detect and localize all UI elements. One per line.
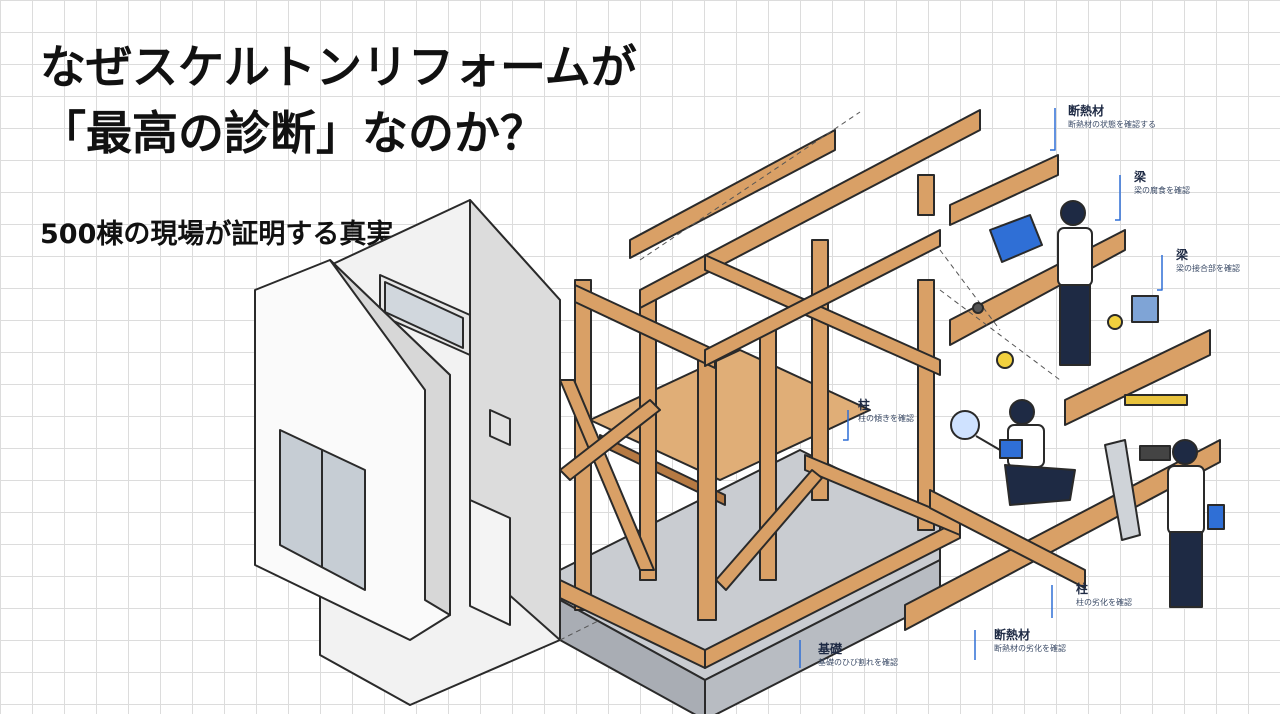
headline: なぜスケルトンリフォームが 「最高の診断」なのか？ xyxy=(40,34,637,166)
loose-block xyxy=(917,174,935,216)
callout-insulation-top: 断熱材 断熱材の状態を確認する xyxy=(1068,104,1156,130)
post xyxy=(697,349,717,621)
post xyxy=(639,299,657,581)
callout-title: 断熱材 xyxy=(1068,104,1105,118)
callout-beam-1: 梁 梁の腐食を確認 xyxy=(1134,170,1190,196)
beam xyxy=(629,129,836,259)
callout-desc: 断熱材の劣化を確認 xyxy=(994,643,1066,653)
loose-beam xyxy=(949,154,1059,226)
loose-beam xyxy=(1064,329,1211,426)
brace xyxy=(559,399,661,481)
callout-title: 梁 xyxy=(1134,170,1147,184)
tape-measure-icon xyxy=(1107,314,1123,330)
small-tool-icon xyxy=(972,302,984,314)
beam xyxy=(704,229,941,367)
callout-desc: 梁の接合部を確認 xyxy=(1176,263,1240,273)
tape-measure-icon xyxy=(996,351,1014,369)
brace xyxy=(559,379,655,571)
level-tool-icon xyxy=(1124,394,1188,406)
callout-desc: 断熱材の状態を確認する xyxy=(1068,119,1156,129)
callout-title: 基礎 xyxy=(818,642,843,656)
clipboard-icon xyxy=(1207,504,1225,530)
wrench-icon xyxy=(1104,439,1141,541)
beam xyxy=(639,109,981,309)
callout-desc: 柱の劣化を確認 xyxy=(1076,597,1132,607)
callout-foundation: 基礎 基礎のひび割れを確認 xyxy=(818,642,898,668)
magnifier-icon xyxy=(950,410,980,440)
post xyxy=(917,279,935,531)
sill xyxy=(804,454,961,536)
kneeling-inspector xyxy=(950,399,1076,506)
callout-post-1: 柱 柱の傾きを確認 xyxy=(858,398,914,424)
tools xyxy=(972,295,1188,541)
callout-desc: 基礎のひび割れを確認 xyxy=(818,657,898,667)
headline-line-2: 「最高の診断」なのか？ xyxy=(40,106,546,160)
binoculars-icon xyxy=(1139,445,1171,461)
callout-title: 断熱材 xyxy=(994,628,1031,642)
worker-with-tablet xyxy=(989,200,1093,366)
tablet-icon xyxy=(989,214,1043,263)
inspector-with-binoculars xyxy=(1139,439,1225,608)
headline-line-1: なぜスケルトンリフォームが xyxy=(40,40,637,94)
callout-title: 柱 xyxy=(858,398,871,412)
meter-icon xyxy=(1131,295,1159,323)
loose-sill xyxy=(929,489,1086,589)
subtitle: 500棟の現場が証明する真実 xyxy=(40,219,394,250)
clipboard-icon xyxy=(999,439,1023,459)
callout-lines xyxy=(799,108,1163,668)
callout-desc: 梁の腐食を確認 xyxy=(1134,185,1190,195)
brace xyxy=(715,469,823,591)
callout-title: 柱 xyxy=(1076,582,1089,596)
beam xyxy=(704,254,941,376)
beam xyxy=(574,284,716,369)
exterior-wall xyxy=(254,199,561,706)
callout-insulation-bottom: 断熱材 断熱材の劣化を確認 xyxy=(994,628,1066,654)
callout-desc: 柱の傾きを確認 xyxy=(858,413,914,423)
callout-beam-2: 梁 梁の接合部を確認 xyxy=(1176,248,1240,274)
callout-title: 梁 xyxy=(1176,248,1189,262)
sill xyxy=(704,519,961,669)
callout-post-2: 柱 柱の劣化を確認 xyxy=(1076,582,1132,608)
guide-lines xyxy=(559,111,1061,641)
